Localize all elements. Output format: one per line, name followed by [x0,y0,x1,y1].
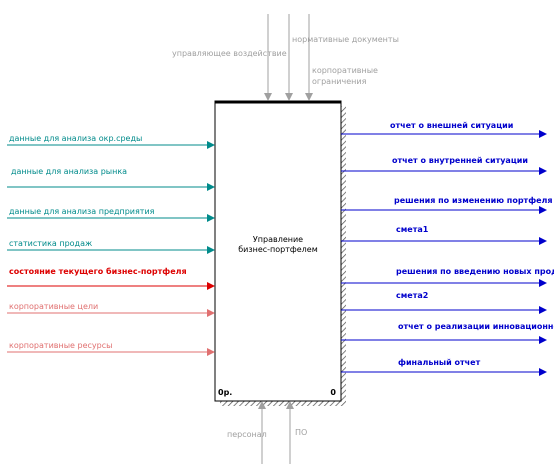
input-label-7: корпоративные ресурсы [9,341,112,350]
input-arrow-3[interactable]: данные для анализа предприятия [7,207,215,222]
control-label-2: нормативные документы [292,35,399,44]
output-label-3: решения по изменению портфеля [394,196,553,205]
function-box-node-id: 0р. [218,388,232,397]
input-arrow-7[interactable]: корпоративные ресурсы [7,341,215,356]
mechanism-label-1: персонал [227,430,267,439]
output-arrow-1[interactable]: отчет о внешней ситуации [341,121,547,138]
control-arrow-1[interactable] [264,14,272,101]
output-arrow-3[interactable]: решения по изменению портфеля [341,196,553,214]
input-arrow-5[interactable]: состояние текущего бизнес-портфеля [7,266,215,290]
output-arrow-5[interactable]: решения по введению новых продуктов [341,267,554,287]
output-arrow-6[interactable]: смета2 [341,291,547,314]
function-box-title-line2: бизнес-портфелем [238,245,318,254]
output-arrow-7[interactable]: отчет о реализации инновационного проект… [341,322,554,344]
output-label-7: отчет о реализации инновационного проект… [398,322,554,331]
input-arrow-2[interactable]: данные для анализа рынка [7,167,215,191]
function-box-title-line1: Управление [253,235,303,244]
control-label-1: управляющее воздействие [172,49,287,58]
input-arrow-4[interactable]: статистика продаж [7,239,215,254]
mechanism-label-2: ПО [295,428,307,437]
function-box-number: 0 [330,388,336,397]
mechanism-arrow-2[interactable] [286,401,294,464]
mechanism-arrow-1[interactable] [258,401,266,464]
output-arrow-8[interactable]: финальный отчет [341,358,547,376]
control-arrows [264,14,313,101]
output-label-6: смета2 [396,291,428,300]
input-label-5: состояние текущего бизнес-портфеля [9,266,187,276]
output-arrows: отчет о внешней ситуации отчет о внутрен… [341,121,554,376]
function-box[interactable] [214,100,342,402]
control-label-3-line1: корпоративные [312,66,378,75]
output-label-8: финальный отчет [398,358,481,367]
input-label-2: данные для анализа рынка [11,167,127,176]
output-label-4: смета1 [396,225,429,234]
output-label-1: отчет о внешней ситуации [390,121,513,130]
control-arrow-3[interactable] [305,14,313,101]
output-label-2: отчет о внутренней ситуации [392,156,528,165]
input-label-3: данные для анализа предприятия [9,207,155,216]
control-arrow-2[interactable] [285,14,293,101]
input-arrows: данные для анализа окр.среды данные для … [7,134,215,356]
output-arrow-2[interactable]: отчет о внутренней ситуации [341,156,547,175]
output-arrow-4[interactable]: смета1 [341,225,547,245]
input-arrow-6[interactable]: корпоративные цели [7,302,215,317]
mechanism-arrows [258,401,294,464]
input-label-6: корпоративные цели [9,302,98,311]
input-label-1: данные для анализа окр.среды [9,134,142,143]
output-label-5: решения по введению новых продуктов [396,267,554,276]
input-arrow-1[interactable]: данные для анализа окр.среды [7,134,215,149]
control-label-3-line2: ограничения [312,77,367,86]
input-label-4: статистика продаж [9,239,92,248]
